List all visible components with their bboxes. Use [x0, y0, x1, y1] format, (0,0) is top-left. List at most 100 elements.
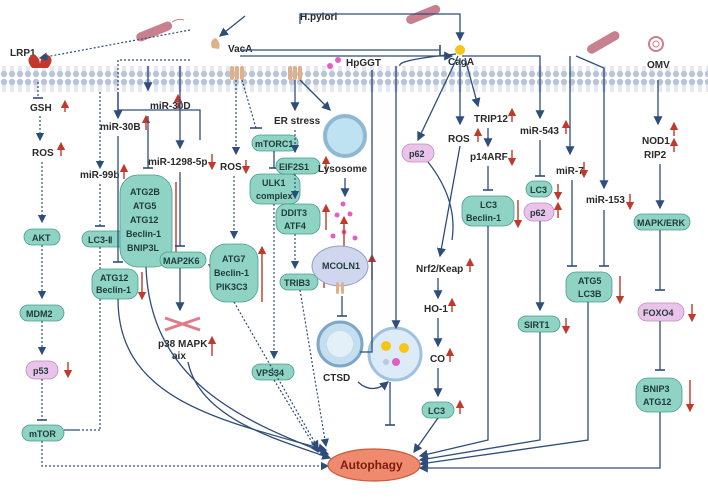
trib3-label: TRIB3: [284, 278, 310, 288]
atg12-beclin-node: [91, 268, 139, 300]
lrp1-label: LRP1: [10, 48, 36, 59]
rip2-label: RIP2: [644, 150, 667, 161]
beclin1c-label: Beclin-1: [214, 268, 249, 278]
ddit3-node: [275, 203, 321, 235]
ulk1-node: [249, 173, 301, 205]
vps34-label: VPS34: [256, 368, 284, 378]
vps34-node: [251, 363, 295, 381]
lysosome-icon: [323, 114, 367, 158]
calcium-dots-icon: [330, 201, 358, 241]
hpggt-dot-icon: [335, 57, 341, 63]
omv-label: OMV: [647, 60, 670, 71]
ho1-label: HO-1: [424, 304, 448, 315]
mir-lc3-label: LC3: [530, 185, 547, 195]
autolysosome-content-icon: [381, 341, 409, 366]
trip12-label: TRIP12: [474, 114, 508, 125]
ros-label: ROS: [32, 148, 54, 159]
vaca-toxin-icon: [211, 38, 220, 49]
actin-fiber-icon: [164, 316, 201, 332]
vaca-channel-icon: [288, 66, 302, 80]
mtorc1-node: [251, 134, 299, 152]
er-stress-label: ER stress: [274, 116, 321, 127]
mapk-erk-node: [633, 213, 691, 231]
map2k6-label: MAP2K6: [163, 256, 200, 266]
akt-label: AKT: [32, 233, 51, 243]
lc3ii-label: LC3-Ⅱ: [88, 235, 112, 245]
bacterium-icon: [136, 18, 185, 42]
mir-p62-node: [523, 202, 555, 222]
eif2s1-node: [275, 157, 321, 175]
sirt1-node: [517, 315, 561, 333]
atg5-label: ATG5: [133, 201, 156, 211]
sirt1-label: SIRT1: [524, 320, 550, 330]
foxo4-node: [637, 302, 685, 322]
mcoln1-channel-icon: [336, 282, 344, 294]
gsh-label: GSH: [30, 103, 52, 114]
caga-beclin-label: Beclin-1: [466, 213, 501, 223]
aix-label: aix: [172, 351, 186, 362]
co-label: CO: [430, 354, 445, 365]
caga-dot-icon: [455, 45, 465, 55]
vaca-channel-icon: [230, 66, 244, 80]
atg12c-label: ATG12: [643, 397, 671, 407]
trib3-node: [279, 273, 319, 291]
map2k6-node: [159, 251, 207, 269]
atf4-label: ATF4: [284, 221, 306, 231]
atg2b-label: ATG2B: [130, 187, 160, 197]
mir7-label: miR-7: [556, 166, 584, 177]
atg5b-label: ATG5: [578, 276, 601, 286]
caga-label: CagA: [448, 57, 474, 68]
cell-membrane: [0, 66, 708, 92]
vaca-ros-label: ROS: [220, 162, 242, 173]
bnip3l-label: BNIP3L: [127, 243, 160, 253]
atg5-lc3b-node: [565, 271, 613, 303]
mtor-label: mTOR: [29, 429, 56, 439]
autophagy-label: Autophagy: [340, 458, 403, 472]
hpggt-label: HpGGT: [346, 58, 381, 69]
autophagy-node: [327, 448, 421, 482]
bnip3-label: BNIP3: [643, 384, 670, 394]
mapk-erk-label: MAPK/ERK: [637, 218, 686, 228]
p62-label: p62: [409, 149, 425, 159]
pik3c3-label: PIK3C3: [216, 282, 248, 292]
caga-ros-label: ROS: [448, 134, 470, 145]
foxo4-label: FOXO4: [643, 308, 674, 318]
eif2s1-label: EIF2S1: [279, 162, 309, 172]
mir153-label: miR-153: [586, 195, 625, 206]
ddit3-label: DDIT3: [281, 208, 307, 218]
nrf2-label: Nrf2/Keap: [416, 264, 463, 275]
mir-p62-label: p62: [530, 208, 546, 218]
nod1-label: NOD1: [642, 136, 670, 147]
caga-lc3-label: LC3: [480, 200, 497, 210]
p53-label: p53: [33, 366, 49, 376]
complex-label: complex: [256, 191, 293, 201]
p62-node: [401, 143, 435, 163]
ctsd-label: CTSD: [323, 373, 350, 384]
ctsd-inner-icon: [327, 331, 353, 357]
hpylori-label: H.pylori: [300, 12, 337, 23]
mir-lc3-node: [525, 180, 553, 198]
bnip3-node: [635, 377, 683, 413]
caga-lc3b-label: LC3: [428, 406, 445, 416]
atg12b-label: ATG12: [130, 215, 158, 225]
lysosome-label: Lysosome: [318, 164, 368, 175]
mir99b-label: miR-99b: [80, 170, 119, 181]
atg7-label: ATG7: [222, 254, 245, 264]
mir543-label: miR-543: [520, 126, 559, 137]
mtor-node: [21, 424, 65, 442]
atg12-label: ATG12: [100, 273, 128, 283]
bacterium-icon: [587, 31, 620, 54]
mcoln1-label: MCOLN1: [322, 261, 360, 271]
ulk1-label: ULK1: [262, 178, 286, 188]
mdm2-label: MDM2: [26, 309, 53, 319]
hpggt-dot-icon: [327, 63, 333, 69]
beclin1-label: Beclin-1: [96, 285, 131, 295]
autolysosome-icon: [367, 326, 423, 382]
lc3b-label: LC3B: [578, 289, 602, 299]
beclin1b-label: Beclin-1: [126, 229, 161, 239]
mir30d-label: miR-30D: [150, 101, 191, 112]
p14arf-label: p14ARF: [470, 152, 508, 163]
mir30b-label: miR-30B: [100, 122, 141, 133]
p38-label: p38 MAPK: [158, 339, 208, 350]
